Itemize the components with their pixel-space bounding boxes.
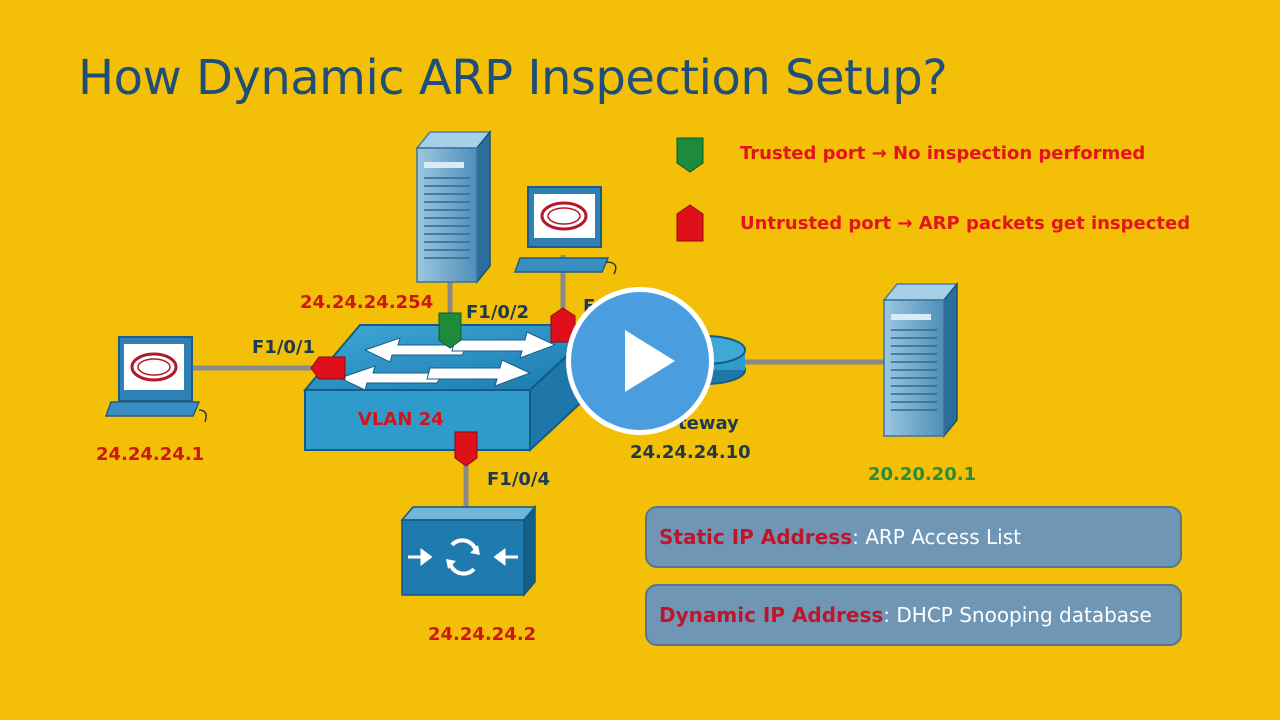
gateway-label: teway xyxy=(678,413,739,434)
info-box-dynamic: Dynamic IP Address: DHCP Snooping databa… xyxy=(645,584,1182,646)
port-shields xyxy=(310,307,576,467)
server-dhcp xyxy=(415,129,492,285)
info-static-key: Static IP Address xyxy=(659,525,853,549)
switch2-ip-label: 24.24.24.2 xyxy=(428,624,537,645)
shield-untrusted-f103 xyxy=(550,307,576,343)
host-pc-top xyxy=(513,186,617,275)
remote-ip-label: 20.20.20.1 xyxy=(868,464,977,485)
host-left-ip-label: 24.24.24.1 xyxy=(96,444,205,465)
server-ip-label: 24.24.24.254 xyxy=(300,292,434,313)
shield-untrusted-f101 xyxy=(310,356,346,380)
vlan-label: VLAN 24 xyxy=(358,409,444,430)
info-box-static: Static IP Address: ARP Access List xyxy=(645,506,1182,568)
info-dynamic-value: : DHCP Snooping database xyxy=(883,603,1152,627)
legend-untrusted-shield xyxy=(676,204,704,242)
play-button[interactable] xyxy=(566,287,714,435)
info-dynamic-key: Dynamic IP Address xyxy=(659,603,884,627)
gateway-ip-label: 24.24.24.10 xyxy=(630,442,751,463)
info-static-value: : ARP Access List xyxy=(852,525,1021,549)
port-f104-label: F1/0/4 xyxy=(487,469,551,490)
port-f101-label: F1/0/1 xyxy=(252,337,316,358)
switch-bottom xyxy=(400,504,537,598)
port-f102-label: F1/0/2 xyxy=(466,302,530,323)
host-pc-left xyxy=(104,336,207,423)
shield-trusted-f102 xyxy=(438,312,462,349)
legend-trusted-shield xyxy=(676,137,704,173)
legend-untrusted-text: Untrusted port → ARP packets get inspect… xyxy=(740,213,1191,234)
slide-title: How Dynamic ARP Inspection Setup? xyxy=(78,50,948,106)
legend-shields xyxy=(676,137,704,242)
server-remote xyxy=(882,281,959,439)
shield-untrusted-f104 xyxy=(454,431,478,467)
legend-trusted-text: Trusted port → No inspection performed xyxy=(740,143,1146,164)
play-icon xyxy=(625,330,675,392)
